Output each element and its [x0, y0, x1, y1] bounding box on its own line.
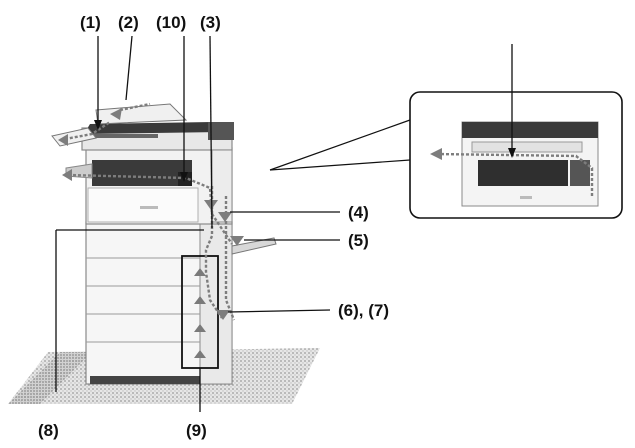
callout-5: (5) — [348, 231, 369, 250]
leader-arrowheads — [94, 120, 516, 182]
callout-3: (3) — [200, 13, 221, 32]
paper-path-arrows — [58, 108, 244, 320]
multifunction-printer — [51, 103, 277, 385]
leader-lines — [55, 35, 513, 412]
callout-2: (2) — [118, 13, 139, 32]
document-feeder — [84, 122, 222, 134]
callout-1: (1) — [80, 13, 101, 32]
callout-4: (4) — [348, 203, 369, 222]
callout-9: (9) — [186, 421, 207, 440]
zoom-connector — [269, 119, 411, 171]
bypass-tray — [231, 237, 277, 255]
callout-10: (10) — [156, 13, 186, 32]
callout-6-7: (6), (7) — [338, 301, 389, 320]
zoom-inset — [409, 91, 623, 219]
callout-8: (8) — [38, 421, 59, 440]
callout-labels: (1) (2) (10) (3) (4) (5) (6), (7) (8) (9… — [38, 13, 389, 440]
output-tray-slot — [92, 160, 192, 186]
side-panel — [211, 149, 233, 223]
